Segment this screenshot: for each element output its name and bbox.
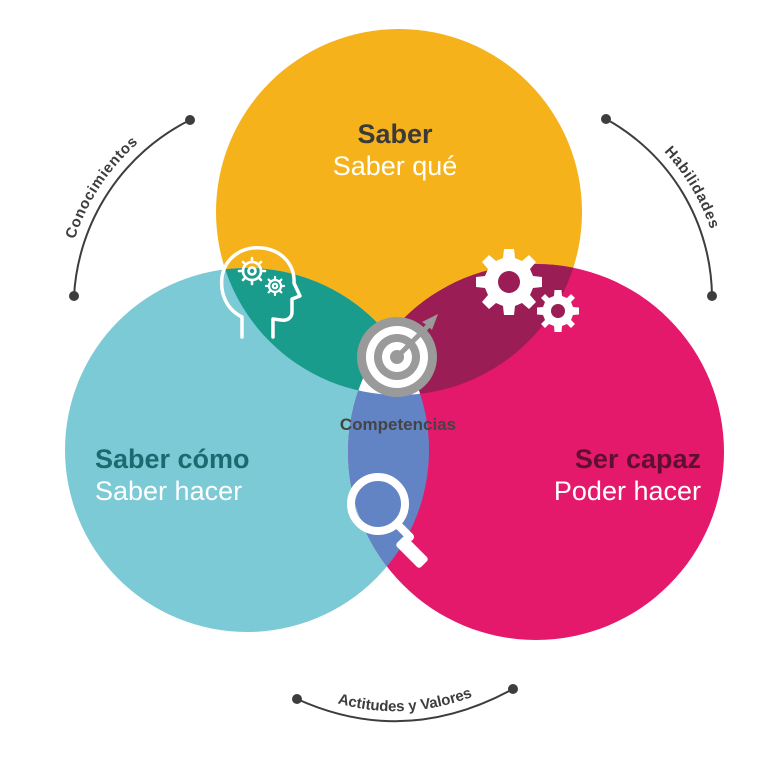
saber-title: Saber bbox=[357, 119, 433, 149]
head-gears-icon bbox=[219, 246, 302, 339]
overlap-saber-saber-como bbox=[216, 268, 429, 395]
conocimientos-arc bbox=[69, 115, 195, 301]
habilidades-arc bbox=[601, 114, 717, 301]
gears-icon bbox=[476, 249, 579, 332]
actitudes-arc bbox=[292, 684, 518, 723]
saber-subtitle: Saber qué bbox=[333, 151, 458, 181]
saber-como-subtitle: Saber hacer bbox=[95, 476, 242, 506]
overlap-saber-ser-capaz bbox=[348, 264, 582, 395]
habilidades-label: Habilidades bbox=[661, 143, 723, 231]
ser-capaz-title: Ser capaz bbox=[575, 444, 701, 474]
target-icon bbox=[357, 314, 438, 397]
ser-capaz-subtitle: Poder hacer bbox=[554, 476, 701, 506]
conocimientos-label: Conocimientos bbox=[62, 133, 141, 241]
competencias-label: Competencias bbox=[340, 415, 456, 434]
actitudes-label: Actitudes y Valores bbox=[336, 684, 474, 715]
magnifier-icon bbox=[347, 473, 428, 568]
saber-como-title: Saber cómo bbox=[95, 444, 250, 474]
